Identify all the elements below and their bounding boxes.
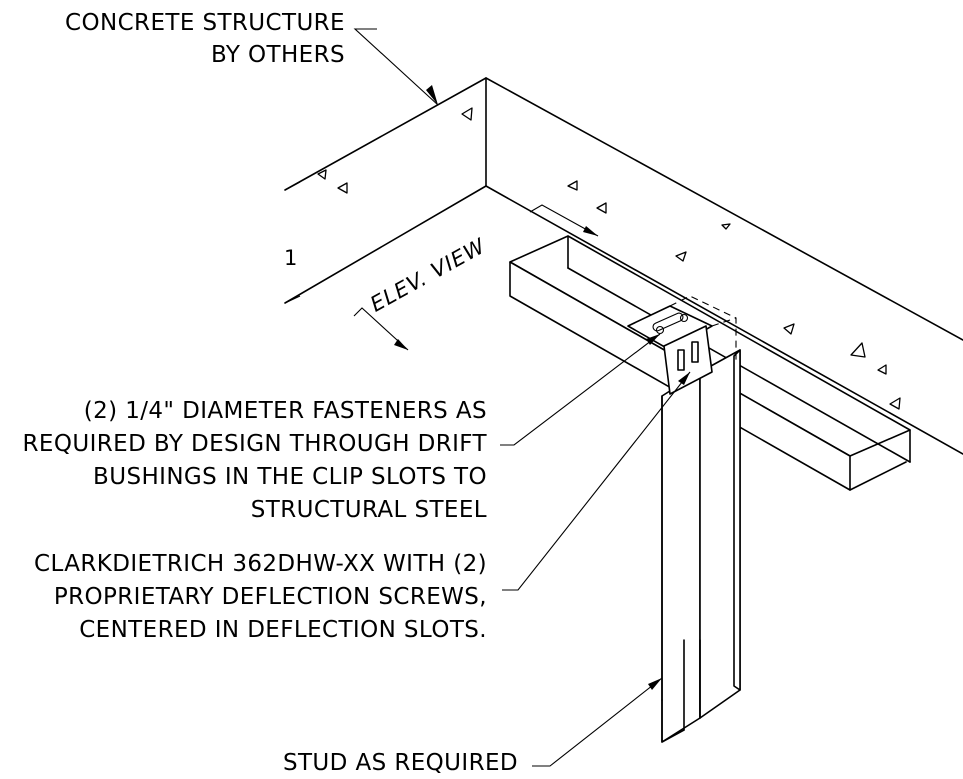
clip-note: CLARKDIETRICH 362DHW-XX WITH (2) PROPRIE…	[34, 551, 487, 643]
clip-leader	[502, 371, 691, 591]
concrete-slab	[284, 77, 963, 455]
stud-note-line1: STUD AS REQUIRED	[283, 750, 518, 776]
clip-note-line1: CLARKDIETRICH 362DHW-XX WITH (2)	[34, 551, 487, 577]
concrete-hatch	[317, 107, 901, 410]
fasteners-note-line3: BUSHINGS IN THE CLIP SLOTS TO	[93, 464, 487, 490]
elev-view-marker	[353, 204, 599, 351]
stud	[661, 349, 741, 743]
concrete-note-line2: BY OTHERS	[211, 42, 345, 68]
elev-view-label: ELEV. VIEW	[368, 233, 487, 319]
stud-note: STUD AS REQUIRED	[283, 750, 518, 776]
fasteners-note-line2: REQUIRED BY DESIGN THROUGH DRIFT	[23, 431, 488, 457]
fasteners-note: (2) 1/4" DIAMETER FASTENERS AS REQUIRED …	[23, 398, 488, 523]
stud-leader	[532, 677, 663, 767]
clip-note-line2: PROPRIETARY DEFLECTION SCREWS,	[54, 584, 487, 610]
clip-note-line3: CENTERED IN DEFLECTION SLOTS.	[79, 617, 487, 643]
fasteners-note-line4: STRUCTURAL STEEL	[251, 497, 487, 523]
fasteners-leader	[500, 333, 661, 446]
partial-tag: 1	[284, 246, 298, 270]
concrete-leader	[353, 28, 439, 106]
concrete-note-line1: CONCRETE STRUCTURE	[65, 10, 345, 36]
fasteners-note-line1: (2) 1/4" DIAMETER FASTENERS AS	[84, 398, 487, 424]
deflection-clip	[627, 295, 737, 395]
concrete-note: CONCRETE STRUCTURE BY OTHERS	[65, 10, 345, 68]
